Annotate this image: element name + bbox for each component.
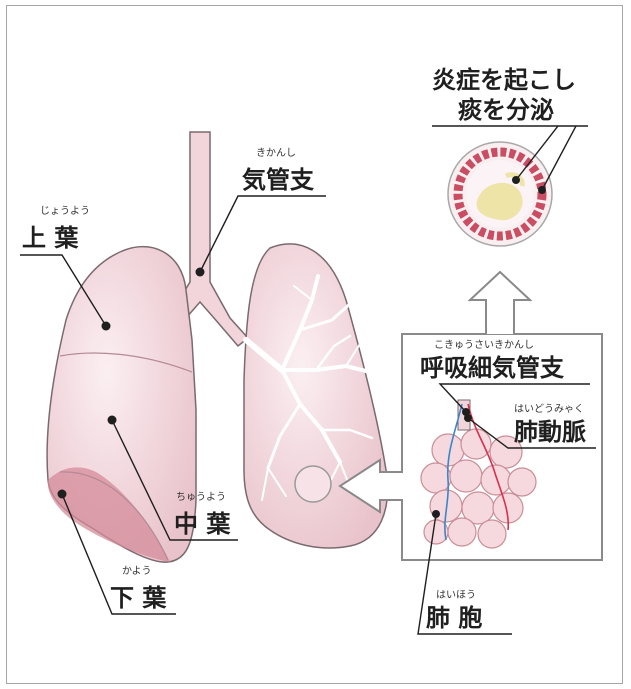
artery-dot bbox=[464, 414, 472, 422]
bronchus-label: 気管支 bbox=[242, 166, 315, 194]
lower-lobe-dot bbox=[58, 490, 67, 499]
inflamed-bronchiole bbox=[448, 142, 552, 246]
artery-label: 肺動脈 bbox=[514, 418, 586, 446]
middle-lobe-label: 中 葉 bbox=[174, 510, 231, 538]
bronchiole-ruby: こきゅうさいきかんし bbox=[434, 339, 534, 351]
bronchiole-label: 呼吸細気管支 bbox=[420, 354, 565, 382]
inflammation-label-line2: 痰を分泌 bbox=[458, 96, 554, 124]
alveoli-label: 肺 胞 bbox=[426, 604, 482, 632]
lower-lobe-ruby: かよう bbox=[122, 565, 152, 577]
lower-lobe-label: 下 葉 bbox=[110, 584, 167, 612]
middle-lobe-dot bbox=[108, 416, 117, 425]
upper-lobe-ruby: じょうよう bbox=[40, 205, 90, 217]
middle-lobe-ruby: ちゅうよう bbox=[176, 491, 226, 503]
upper-lobe-dot bbox=[102, 322, 111, 331]
inflammation-label-line1: 炎症を起こし bbox=[432, 66, 576, 94]
artery-ruby: はいどうみゃく bbox=[514, 403, 584, 415]
magnify-circle bbox=[295, 466, 331, 502]
wall-dot bbox=[538, 186, 546, 194]
alveoli-dot bbox=[432, 510, 440, 518]
upper-lobe-label: 上 葉 bbox=[22, 224, 79, 252]
bronchus-dot bbox=[196, 268, 205, 277]
mucus-dot bbox=[512, 176, 520, 184]
bronchus-ruby: きかんし bbox=[256, 147, 296, 159]
alveoli-ruby: はいほう bbox=[436, 589, 476, 601]
